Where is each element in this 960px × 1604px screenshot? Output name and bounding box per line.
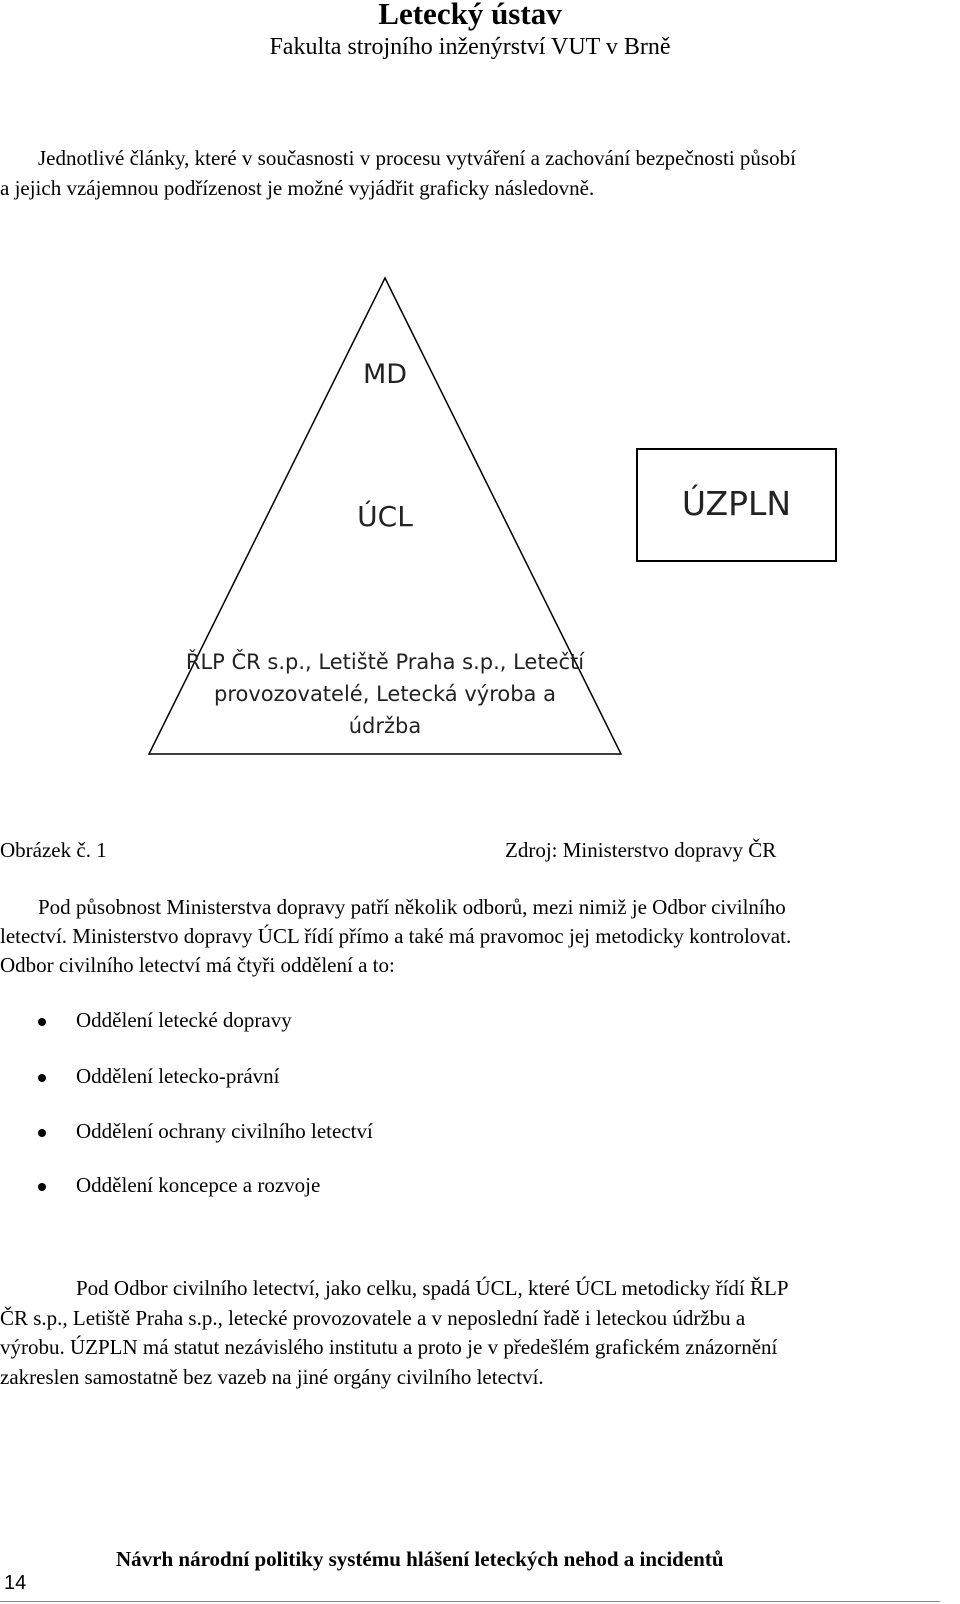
- bullet-icon: [38, 1018, 46, 1026]
- footer-title: Návrh národní politiky systému hlášení l…: [116, 1547, 724, 1571]
- pyramid-level-ucl: ÚCL: [357, 500, 413, 533]
- paragraph-2-line-2: ČR s.p., Letiště Praha s.p., letecké pro…: [0, 1306, 746, 1330]
- page-number: 14: [4, 1572, 27, 1594]
- intro-line-2: a jejich vzájemnou podřízenost je možné …: [0, 176, 595, 200]
- pyramid-level-bottom-line-1: ŘLP ČR s.p., Letiště Praha s.p., Letečtí: [185, 650, 585, 674]
- pyramid-triangle: [147, 276, 623, 755]
- footer-divider: [0, 1601, 940, 1602]
- paragraph-1-line-1: Pod působnost Ministerstva dopravy patří…: [38, 895, 786, 919]
- uzpln-box-label: ÚZPLN: [681, 484, 792, 523]
- bullet-icon: [38, 1183, 46, 1191]
- pyramid-level-md: MD: [362, 359, 408, 390]
- page-title: Letecký ústav: [378, 0, 562, 31]
- pyramid-level-bottom-line-3: údržba: [348, 714, 422, 738]
- bullet-icon: [38, 1074, 46, 1082]
- paragraph-2-line-4: zakreslen samostatně bez vazeb na jiné o…: [0, 1365, 544, 1389]
- figure-source: Zdroj: Ministerstvo dopravy ČR: [505, 838, 777, 862]
- pyramid-level-bottom-line-2: provozovatelé, Letecká výroba a: [214, 682, 556, 706]
- hierarchy-diagram: MD ÚCL ŘLP ČR s.p., Letiště Praha s.p., …: [0, 270, 940, 790]
- bullet-icon: [38, 1129, 46, 1137]
- paragraph-1-line-2: letectví. Ministerstvo dopravy ÚCL řídí …: [0, 924, 792, 948]
- intro-line-1: Jednotlivé články, které v současnosti v…: [38, 146, 796, 170]
- paragraph-2-line-1: Pod Odbor civilního letectví, jako celku…: [76, 1276, 789, 1300]
- uzpln-box: [636, 448, 837, 562]
- page-subtitle: Fakulta strojního inženýrství VUT v Brně: [269, 34, 671, 60]
- figure-caption: Obrázek č. 1: [0, 838, 107, 862]
- paragraph-2-line-3: výrobu. ÚZPLN má statut nezávislého inst…: [0, 1335, 778, 1359]
- paragraph-1-line-3: Odbor civilního letectví má čtyři odděle…: [0, 953, 395, 977]
- hierarchy-diagram-svg: [147, 276, 837, 755]
